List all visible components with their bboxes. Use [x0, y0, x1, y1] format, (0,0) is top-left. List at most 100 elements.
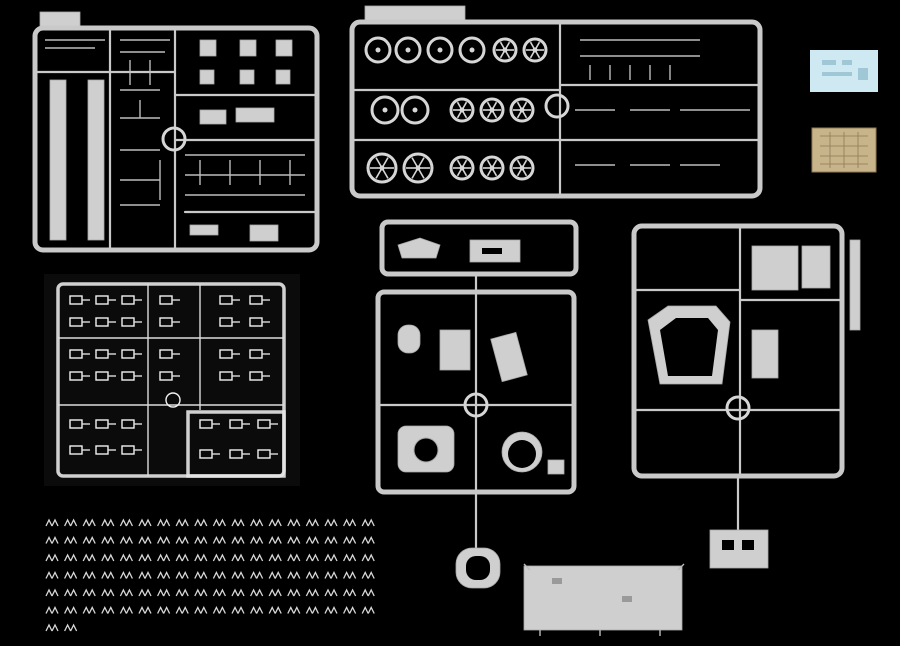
- track-link: [305, 588, 319, 597]
- track-link: [305, 553, 319, 562]
- track-link: [324, 606, 338, 614]
- hull-floor: [523, 565, 683, 631]
- clear-part: [219, 371, 240, 381]
- track-link: [157, 553, 171, 562]
- road-wheels: [364, 36, 548, 184]
- track-link: [268, 536, 282, 544]
- track-link: [287, 536, 301, 544]
- clear-part: [249, 295, 270, 305]
- track-link: [231, 606, 245, 614]
- track-link: [175, 588, 189, 597]
- track-link: [268, 553, 282, 562]
- track-link: [82, 588, 96, 597]
- track-link: [45, 518, 59, 527]
- wheel: [522, 37, 548, 63]
- track-link: [175, 553, 189, 562]
- wheel: [426, 36, 454, 64]
- track-link: [64, 536, 78, 544]
- track-link: [45, 606, 59, 614]
- track-link: [231, 571, 245, 579]
- track-link: [343, 553, 357, 562]
- wheel: [458, 36, 486, 64]
- wheel: [402, 152, 434, 184]
- clear-part: [257, 449, 278, 459]
- suspension-parts: [575, 39, 750, 166]
- track-link: [138, 518, 152, 527]
- clear-part: [95, 349, 116, 359]
- track-link: [287, 553, 301, 562]
- track-link: [231, 588, 245, 597]
- track-link: [212, 571, 226, 579]
- wheel: [394, 36, 422, 64]
- clear-part: [249, 371, 270, 381]
- track-link: [119, 588, 133, 597]
- track-link: [324, 518, 338, 527]
- wheel: [509, 97, 535, 123]
- track-link: [305, 606, 319, 614]
- track-link: [175, 536, 189, 544]
- clear-part: [69, 317, 90, 327]
- sprue-hub-ring: [463, 392, 489, 418]
- sprue-hub-ring: [161, 126, 187, 152]
- track-link: [119, 571, 133, 579]
- track-link: [231, 536, 245, 544]
- track-link: [64, 553, 78, 562]
- clear-part: [121, 349, 142, 359]
- track-link: [64, 518, 78, 527]
- track-link: [138, 536, 152, 544]
- track-link: [175, 518, 189, 527]
- clear-part: [69, 349, 90, 359]
- clear-part: [229, 419, 250, 429]
- wheel: [492, 37, 518, 63]
- track-link: [212, 553, 226, 562]
- grey-sprue-d: [631, 223, 861, 569]
- track-link: [119, 606, 133, 614]
- track-link: [101, 606, 115, 614]
- track-link: [212, 606, 226, 614]
- clear-parts: [69, 295, 278, 459]
- track-link: [324, 536, 338, 544]
- track-link: [45, 536, 59, 544]
- track-link: [194, 518, 208, 527]
- clear-part: [257, 419, 278, 429]
- grey-sprue-b: [349, 5, 763, 199]
- track-link: [212, 588, 226, 597]
- track-link: [250, 553, 264, 562]
- track-link: [361, 588, 375, 597]
- track-link: [64, 623, 78, 632]
- clear-part: [69, 295, 90, 305]
- track-link: [268, 606, 282, 614]
- wheel: [449, 155, 475, 181]
- wheel: [364, 36, 392, 64]
- track-link: [175, 571, 189, 579]
- track-link: [361, 536, 375, 544]
- track-link: [305, 536, 319, 544]
- track-link: [268, 571, 282, 579]
- clear-part: [159, 371, 180, 381]
- track-link: [119, 553, 133, 562]
- track-link: [212, 536, 226, 544]
- wheel: [370, 95, 400, 125]
- track-link: [250, 588, 264, 597]
- photo-etch-grid: [820, 132, 868, 168]
- track-link: [361, 518, 375, 527]
- track-link: [138, 606, 152, 614]
- track-link: [101, 553, 115, 562]
- clear-part: [199, 419, 220, 429]
- track-link: [250, 606, 264, 614]
- track-link: [64, 606, 78, 614]
- clear-part: [95, 419, 116, 429]
- track-link: [157, 606, 171, 614]
- clear-part: [121, 317, 142, 327]
- clear-part: [95, 445, 116, 455]
- track-link: [119, 518, 133, 527]
- track-link: [194, 606, 208, 614]
- wheel: [400, 95, 430, 125]
- track-link: [45, 553, 59, 562]
- track-link: [101, 536, 115, 544]
- track-link: [119, 536, 133, 544]
- track-link: [101, 571, 115, 579]
- rear-plate: [709, 529, 769, 569]
- hull-side-right: [87, 79, 105, 241]
